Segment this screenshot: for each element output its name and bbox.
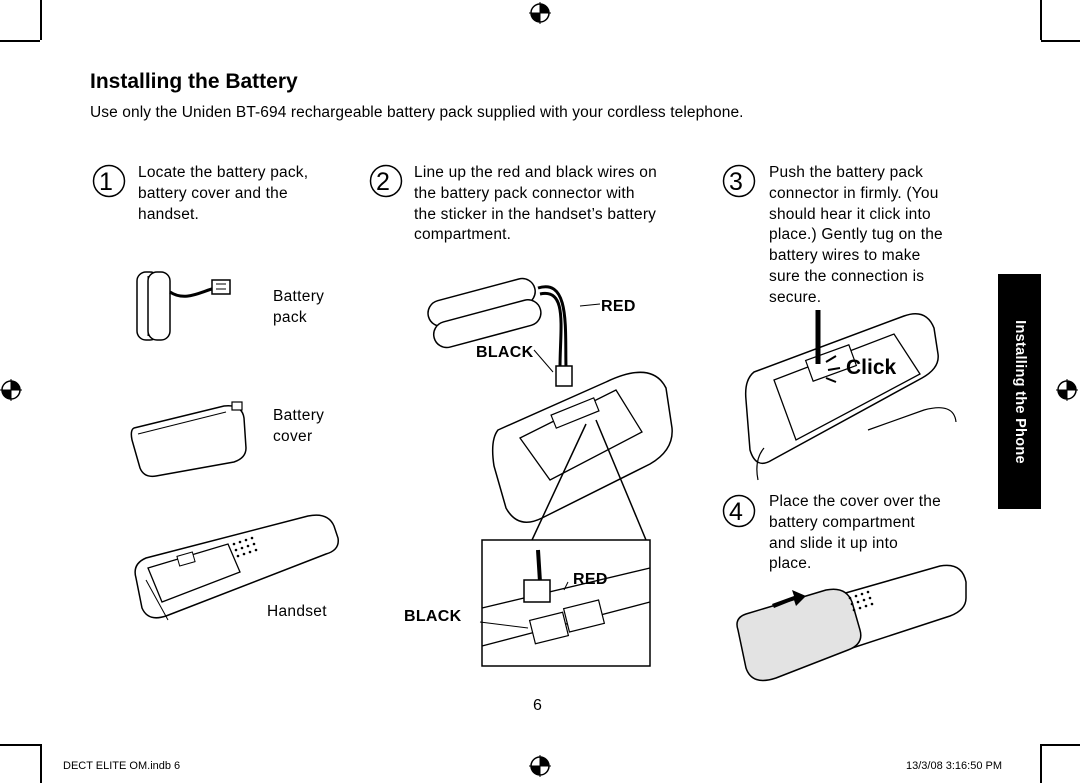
battery-connection-illustration	[427, 277, 673, 667]
step-circle-icon	[92, 164, 126, 198]
step-text-line: Place the cover over the	[769, 493, 941, 510]
step-number: 3	[729, 168, 743, 196]
footer-timestamp: 13/3/08 3:16:50 PM	[906, 760, 1003, 772]
step-text-line: Line up the red and black wires on	[414, 164, 657, 181]
section-tab: Installing the Phone	[998, 274, 1041, 509]
step-text: Line up the red and black wires on the b…	[414, 163, 657, 246]
push-connector-illustration	[744, 310, 957, 481]
label-line: cover	[273, 427, 313, 445]
page-title: Installing the Battery	[90, 70, 298, 93]
step-text-line: should hear it click into	[769, 205, 931, 223]
battery-cover-label: Battery cover	[273, 406, 324, 448]
click-label: Click	[846, 356, 897, 379]
label-line: Battery	[273, 288, 325, 305]
section-tab-label: Installing the Phone	[1011, 319, 1028, 464]
red-wire-label: RED	[601, 298, 636, 315]
registration-mark-icon	[0, 379, 22, 401]
step-text-line: handset.	[138, 205, 200, 223]
step-text-line: place.	[769, 555, 812, 573]
red-wire-label: RED	[573, 571, 608, 588]
crop-mark	[1041, 40, 1080, 42]
step-circle-icon	[369, 164, 403, 198]
step-text-line: Locate the battery pack,	[138, 164, 309, 181]
battery-pack-label: Battery pack	[273, 287, 324, 329]
step-text-line: Push the battery pack	[769, 164, 924, 181]
step-circle-icon	[722, 164, 756, 198]
crop-mark	[1041, 744, 1080, 746]
label-line: Battery	[273, 407, 325, 424]
step-number: 2	[376, 168, 390, 196]
crop-mark	[40, 0, 42, 40]
step-text-line: battery cover and the	[138, 184, 288, 202]
crop-mark	[40, 744, 42, 783]
step-number: 1	[99, 168, 113, 196]
slide-cover-illustration	[736, 564, 967, 682]
step-text-line: battery compartment	[769, 513, 915, 531]
registration-mark-icon	[1056, 379, 1078, 401]
step-number: 4	[729, 498, 743, 526]
crop-mark	[0, 40, 40, 42]
step-text: Place the cover over the battery compart…	[769, 492, 941, 575]
label-line: pack	[273, 308, 307, 326]
page-number: 6	[533, 697, 542, 714]
footer-file-info: DECT ELITE OM.indb 6	[63, 760, 181, 772]
intro-text: Use only the Uniden BT-694 rechargeable …	[90, 104, 744, 121]
handset-illustration	[134, 514, 339, 621]
crop-mark	[1040, 0, 1042, 40]
step-text-line: the battery pack connector with	[414, 184, 635, 202]
step-text-line: sure the connection is	[769, 267, 925, 285]
step-text-line: and slide it up into	[769, 534, 898, 552]
battery-pack-illustration	[136, 271, 231, 341]
step-circle-icon	[722, 494, 756, 528]
crop-mark	[0, 744, 40, 746]
step-text-line: place.) Gently tug on the	[769, 226, 943, 244]
registration-mark-icon	[529, 755, 551, 777]
black-wire-label: BLACK	[404, 608, 462, 625]
crop-mark	[1040, 744, 1042, 783]
step-text: Locate the battery pack, battery cover a…	[138, 163, 308, 225]
step-text-line: connector in firmly. (You	[769, 184, 939, 202]
step-text-line: secure.	[769, 288, 822, 306]
black-wire-label: BLACK	[476, 344, 534, 361]
battery-cover-illustration	[130, 401, 247, 478]
step-text-line: compartment.	[414, 226, 512, 244]
step-text-line: the sticker in the handset’s battery	[414, 205, 657, 223]
handset-label: Handset	[267, 603, 327, 620]
registration-mark-icon	[529, 2, 551, 24]
step-text-line: battery wires to make	[769, 247, 921, 265]
step-text: Push the battery pack connector in firml…	[769, 163, 943, 309]
